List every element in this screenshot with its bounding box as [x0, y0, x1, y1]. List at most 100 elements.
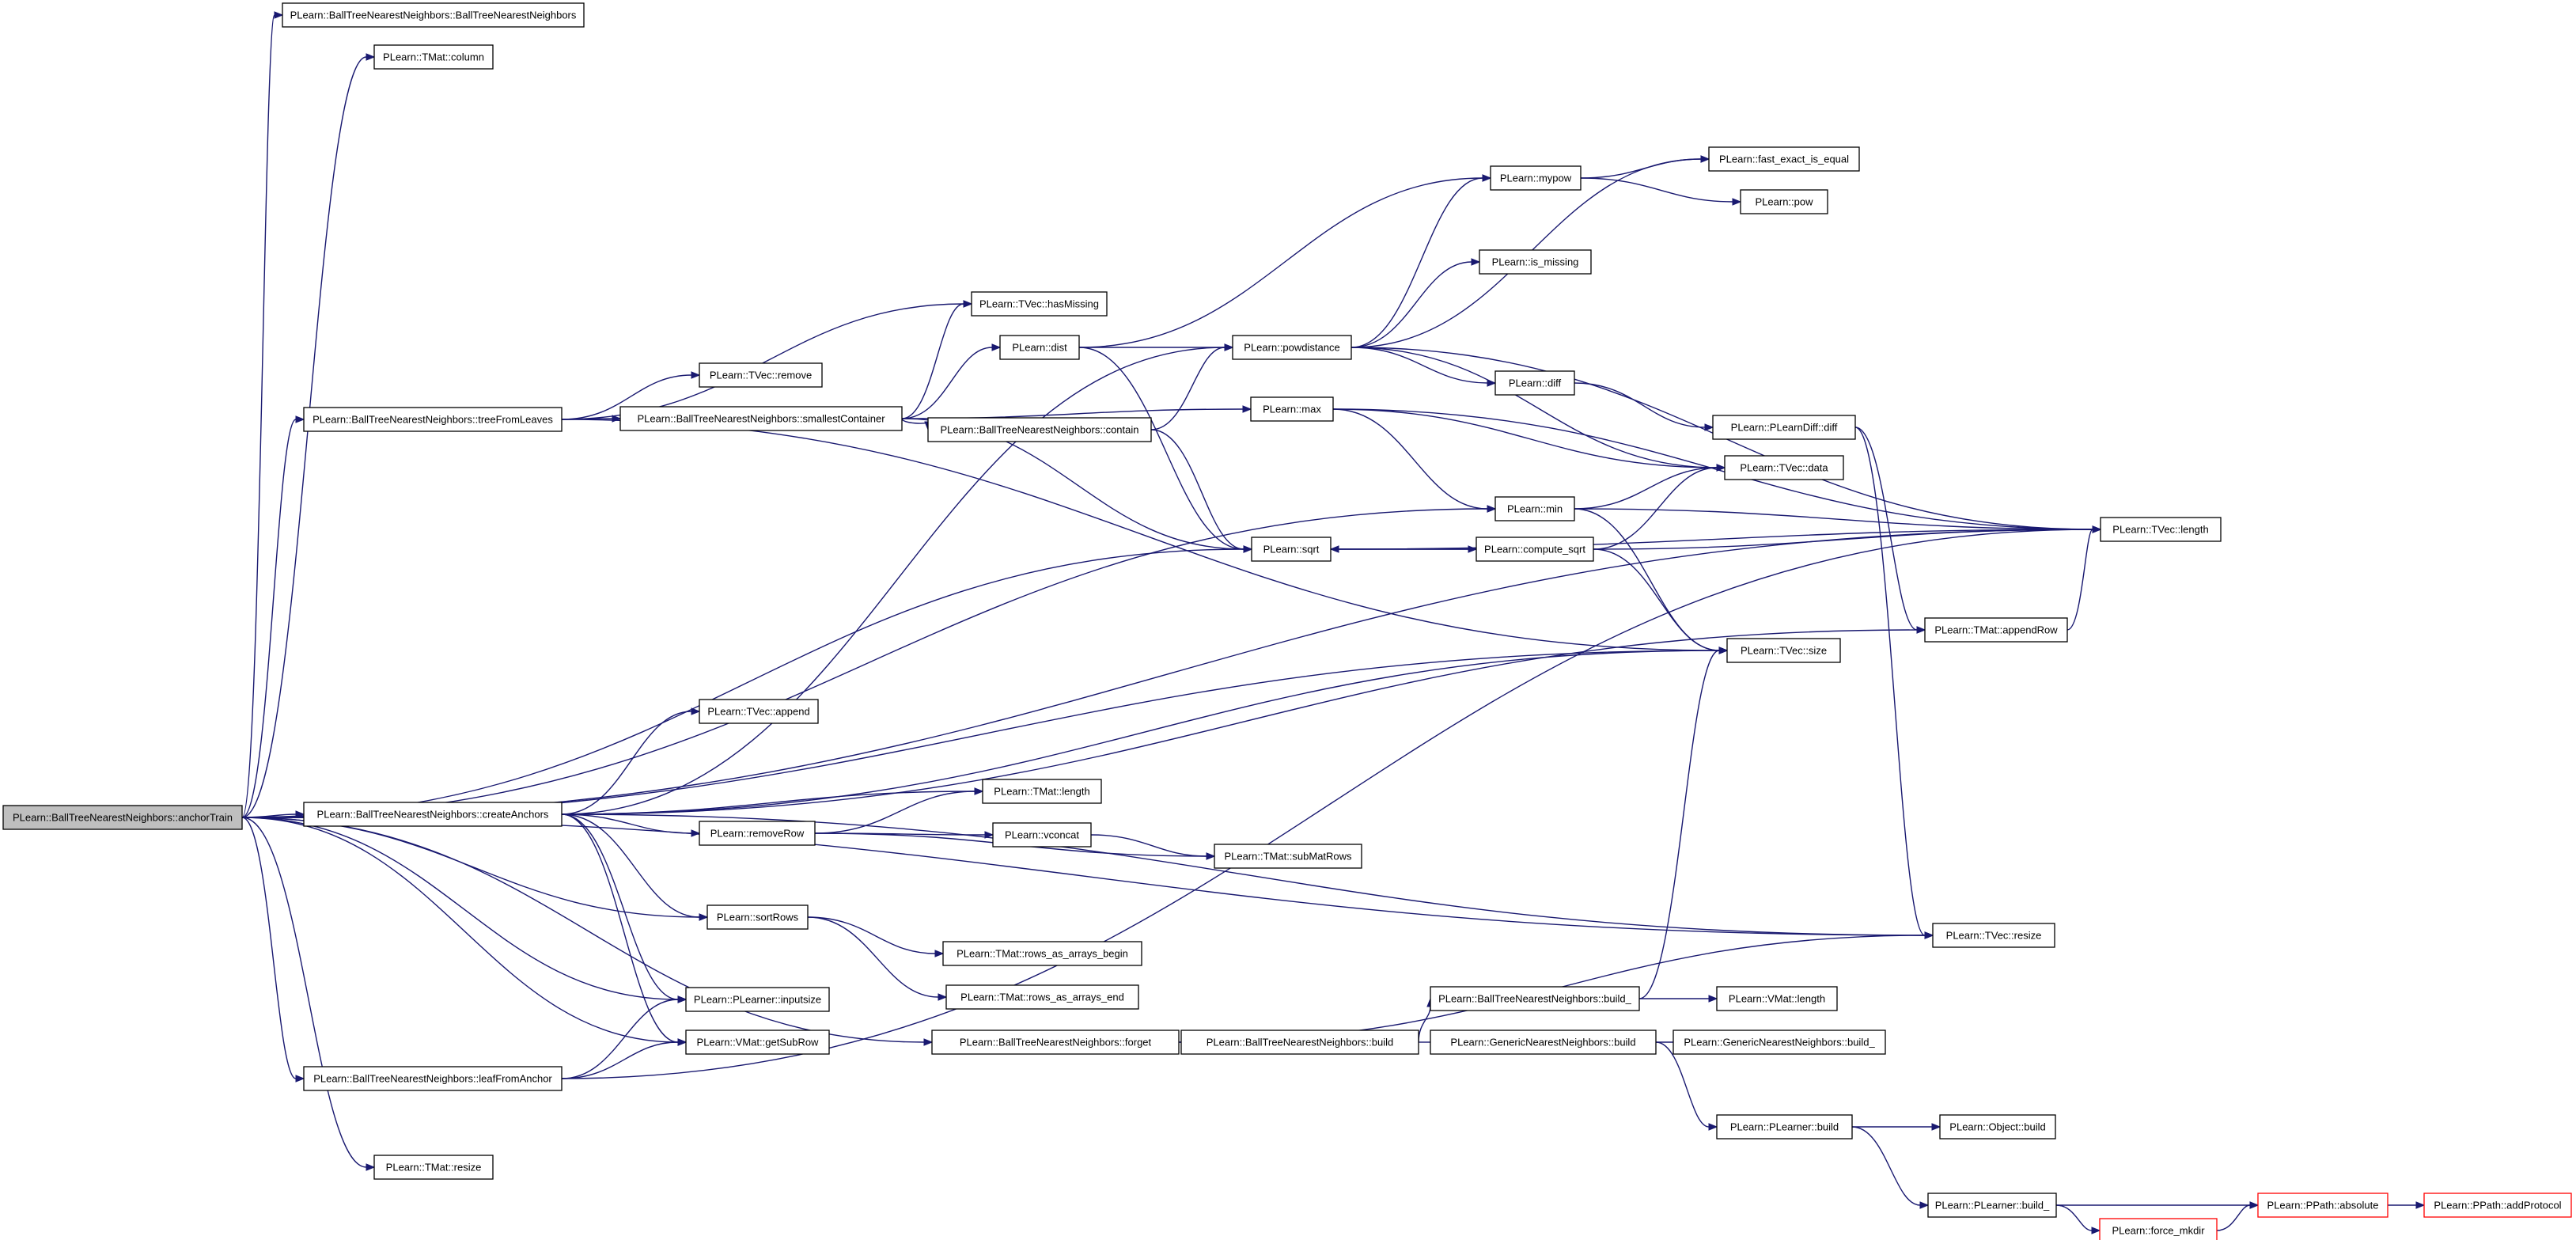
node-box — [1708, 146, 1860, 172]
node-plearn-balltreenearestneighbors-anchortrain[interactable]: PLearn::BallTreeNearestNeighbors::anchor… — [2, 805, 243, 830]
node-plearn-balltreenearestneighbors-build[interactable]: PLearn::BallTreeNearestNeighbors::build_ — [1430, 986, 1640, 1011]
node-label: PLearn::sqrt — [1263, 543, 1320, 555]
node-label: PLearn::compute_sqrt — [1484, 543, 1585, 555]
edge-arrowhead — [1482, 174, 1492, 182]
node-label: PLearn::TVec::data — [1740, 461, 1828, 473]
edge-arrowhead — [1924, 931, 1934, 939]
edge-leafFromAnchor-to-tveclength — [561, 525, 2102, 1079]
node-plearn-vconcat[interactable]: PLearn::vconcat — [992, 822, 1092, 848]
edge-line — [1332, 408, 2093, 530]
node-label: PLearn::TMat::column — [383, 51, 484, 63]
node-plearn-fast-exact-is-equal[interactable]: PLearn::fast_exact_is_equal — [1708, 146, 1860, 172]
node-plearn-plearndiff-diff[interactable]: PLearn::PLearnDiff::diff — [1712, 415, 1856, 440]
edge-arrowhead — [984, 831, 994, 839]
node-plearn-compute-sqrt[interactable]: PLearn::compute_sqrt — [1476, 537, 1594, 562]
node-plearn-mypow[interactable]: PLearn::mypow — [1490, 165, 1582, 191]
node-plearn-balltreenearestneighbors-smallestcontainer[interactable]: PLearn::BallTreeNearestNeighbors::smalle… — [619, 406, 903, 431]
node-plearn-balltreenearestneighbors-build[interactable]: PLearn::BallTreeNearestNeighbors::build — [1180, 1030, 1419, 1055]
node-plearn-balltreenearestneighbors-balltreenearestneighbors[interactable]: PLearn::BallTreeNearestNeighbors::BallTr… — [282, 2, 585, 28]
edge-arrowhead — [691, 829, 701, 837]
edge-anchorTrain-to-leafFromAnchor — [241, 817, 305, 1083]
node-plearn-sortrows[interactable]: PLearn::sortRows — [707, 904, 809, 930]
node-box — [1726, 638, 1841, 663]
node-plearn-genericnearestneighbors-build[interactable]: PLearn::GenericNearestNeighbors::build_ — [1673, 1030, 1886, 1055]
node-plearn-tmat-submatrows[interactable]: PLearn::TMat::subMatRows — [1214, 844, 1362, 869]
edge-appendRow-to-tveclength — [2066, 525, 2102, 631]
node-plearn-dist[interactable]: PLearn::dist — [999, 335, 1080, 360]
node-plearn-tmat-appendrow[interactable]: PLearn::TMat::appendRow — [1924, 617, 2068, 643]
edge-line — [1574, 382, 1706, 428]
node-plearn-tvec-length[interactable]: PLearn::TVec::length — [2100, 517, 2222, 542]
edge-line — [561, 791, 975, 815]
edge-anchorTrain-to-forget — [241, 817, 934, 1046]
node-plearn-tvec-append[interactable]: PLearn::TVec::append — [699, 699, 819, 724]
node-label: PLearn::diff — [1509, 377, 1562, 389]
edge-line — [1418, 1006, 1431, 1043]
node-box — [707, 904, 809, 930]
node-plearn-vmat-length[interactable]: PLearn::VMat::length — [1716, 986, 1838, 1011]
node-label: PLearn::PPath::addProtocol — [2434, 1199, 2561, 1211]
node-plearn-object-build[interactable]: PLearn::Object::build — [1939, 1114, 2056, 1140]
node-plearn-powdistance[interactable]: PLearn::powdistance — [1232, 335, 1352, 360]
node-plearn-removerow[interactable]: PLearn::removeRow — [699, 821, 816, 846]
edge-line — [1332, 408, 1718, 468]
node-plearn-balltreenearestneighbors-createanchors[interactable]: PLearn::BallTreeNearestNeighbors::create… — [303, 802, 563, 827]
node-plearn-plearner-build[interactable]: PLearn::PLearner::build — [1716, 1114, 1853, 1140]
node-plearn-ppath-absolute[interactable]: PLearn::PPath::absolute — [2257, 1193, 2388, 1218]
node-label: PLearn::mypow — [1500, 172, 1572, 184]
node-plearn-vmat-getsubrow[interactable]: PLearn::VMat::getSubRow — [685, 1030, 830, 1055]
edge-forcemkdir-to-absolute — [2216, 1201, 2260, 1231]
node-plearn-genericnearestneighbors-build[interactable]: PLearn::GenericNearestNeighbors::build — [1430, 1030, 1657, 1055]
node-box — [927, 417, 1152, 442]
node-box — [945, 984, 1139, 1010]
node-label: PLearn::TMat::rows_as_arrays_end — [960, 991, 1124, 1003]
edge-createAnchors-to-appendRow — [561, 626, 1926, 815]
edge-anchorTrain-to-sqrt — [241, 545, 1253, 818]
node-plearn-min[interactable]: PLearn::min — [1494, 496, 1575, 521]
edge-line — [807, 916, 936, 954]
node-plearn-tvec-data[interactable]: PLearn::TVec::data — [1724, 455, 1844, 480]
node-plearn-tvec-remove[interactable]: PLearn::TVec::remove — [699, 362, 823, 388]
edge-arrowhead — [295, 1075, 305, 1083]
edge-arrowhead — [974, 787, 984, 795]
node-box — [1494, 370, 1575, 396]
edge-computesqrt-to-tveclength — [1593, 525, 2102, 550]
node-plearn-is-missing[interactable]: PLearn::is_missing — [1479, 249, 1592, 275]
node-plearn-force-mkdir[interactable]: PLearn::force_mkdir — [2099, 1218, 2218, 1240]
edge-line — [901, 347, 993, 419]
node-label: PLearn::BallTreeNearestNeighbors::treeFr… — [313, 413, 553, 425]
edge-line — [1593, 548, 1720, 651]
node-plearn-tmat-rows-as-arrays-end[interactable]: PLearn::TMat::rows_as_arrays_end — [945, 984, 1139, 1010]
node-plearn-plearner-inputsize[interactable]: PLearn::PLearner::inputsize — [685, 987, 830, 1012]
node-plearn-tmat-column[interactable]: PLearn::TMat::column — [373, 44, 494, 70]
edge-smallestContainer-to-hasMissing — [901, 300, 973, 419]
edge-line — [2216, 1204, 2251, 1231]
edge-arrowhead — [366, 53, 376, 61]
node-plearn-balltreenearestneighbors-treefromleaves[interactable]: PLearn::BallTreeNearestNeighbors::treeFr… — [303, 407, 563, 432]
node-plearn-tvec-hasmissing[interactable]: PLearn::TVec::hasMissing — [971, 291, 1108, 317]
edge-anchorTrain-to-tveclength — [241, 525, 2102, 818]
node-plearn-balltreenearestneighbors-leaffromanchor[interactable]: PLearn::BallTreeNearestNeighbors::leafFr… — [303, 1066, 563, 1091]
node-label: PLearn::max — [1263, 403, 1321, 415]
node-label: PLearn::PLearner::build_ — [1935, 1199, 2050, 1211]
node-plearn-tmat-length[interactable]: PLearn::TMat::length — [982, 779, 1102, 804]
node-plearn-tmat-resize[interactable]: PLearn::TMat::resize — [373, 1155, 494, 1180]
node-plearn-tmat-rows-as-arrays-begin[interactable]: PLearn::TMat::rows_as_arrays_begin — [942, 941, 1142, 966]
node-plearn-sqrt[interactable]: PLearn::sqrt — [1251, 537, 1332, 562]
node-plearn-plearner-build[interactable]: PLearn::PLearner::build_ — [1927, 1193, 2057, 1218]
node-plearn-max[interactable]: PLearn::max — [1250, 396, 1334, 422]
edge-arrowhead — [295, 810, 305, 818]
node-box — [1932, 923, 2055, 948]
node-label: PLearn::PPath::absolute — [2267, 1199, 2379, 1211]
node-plearn-tvec-size[interactable]: PLearn::TVec::size — [1726, 638, 1841, 663]
node-plearn-pow[interactable]: PLearn::pow — [1740, 189, 1828, 214]
edge-createAnchors-to-tvecappend — [561, 707, 701, 815]
node-plearn-balltreenearestneighbors-contain[interactable]: PLearn::BallTreeNearestNeighbors::contai… — [927, 417, 1152, 442]
node-plearn-diff[interactable]: PLearn::diff — [1494, 370, 1575, 396]
edge-line — [901, 303, 964, 419]
node-plearn-tvec-resize[interactable]: PLearn::TVec::resize — [1932, 923, 2055, 948]
node-plearn-ppath-addprotocol[interactable]: PLearn::PPath::addProtocol — [2423, 1193, 2572, 1218]
edge-max-to-min — [1332, 408, 1497, 513]
node-plearn-balltreenearestneighbors-forget[interactable]: PLearn::BallTreeNearestNeighbors::forget — [931, 1030, 1180, 1055]
node-box — [931, 1030, 1180, 1055]
